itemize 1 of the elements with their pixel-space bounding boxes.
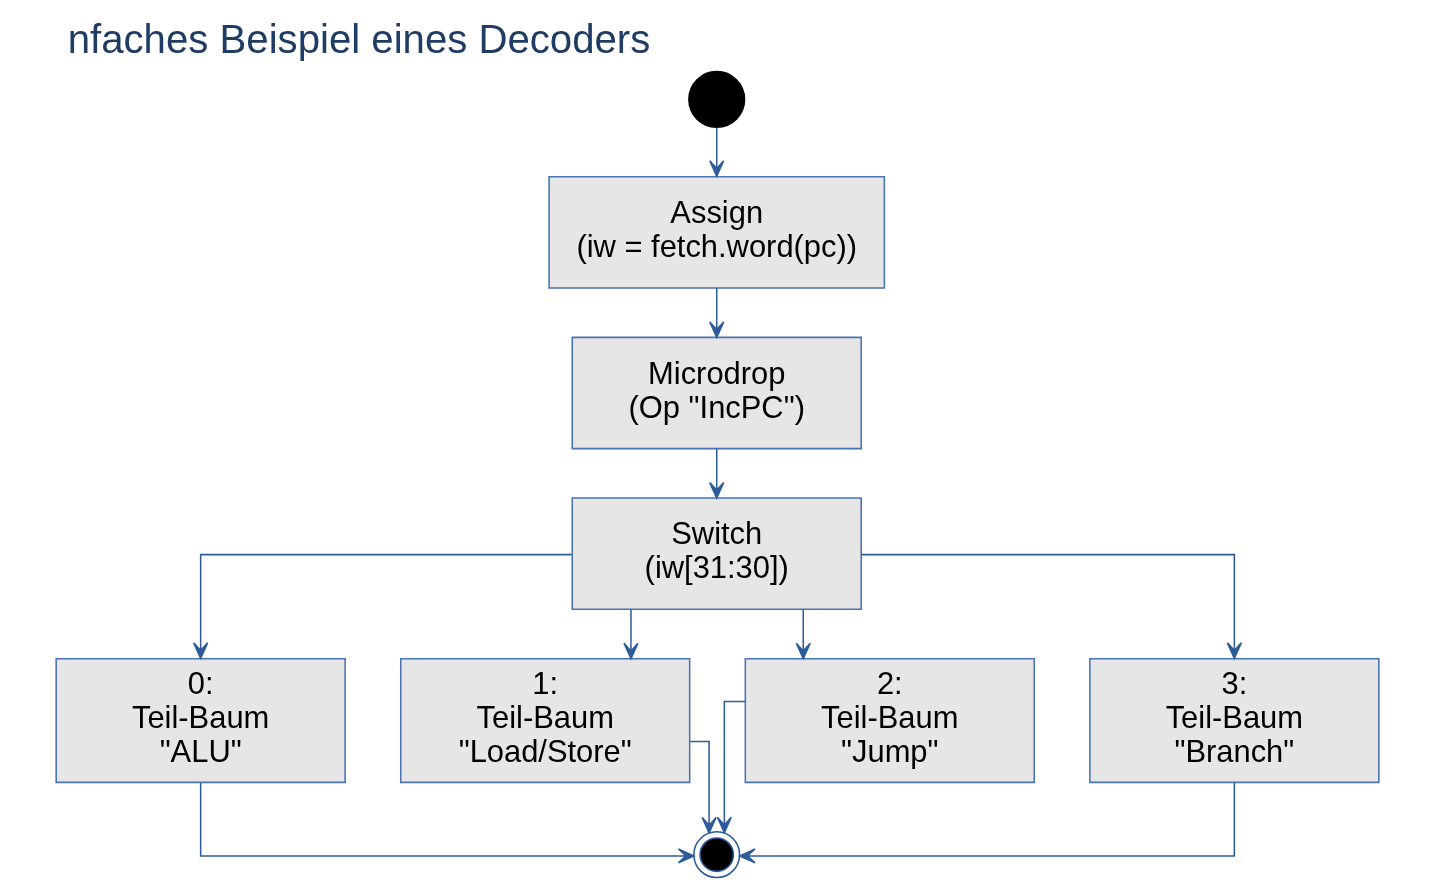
- diagram-title: nfaches Beispiel eines Decoders: [67, 16, 650, 62]
